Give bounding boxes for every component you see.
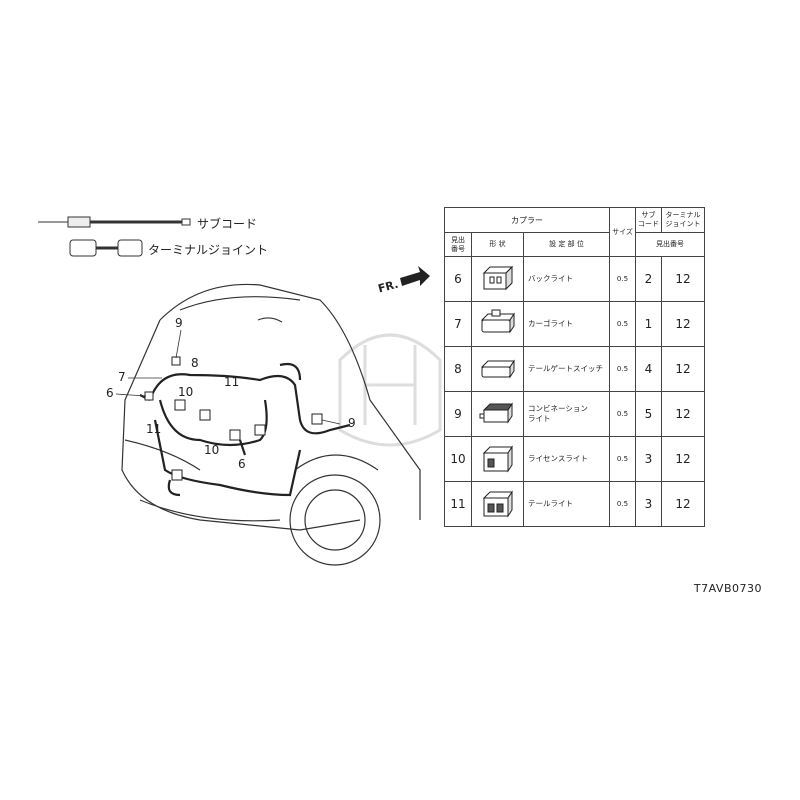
row-terminal-joint: 12: [661, 436, 705, 482]
connector-shape-icon: [471, 391, 524, 437]
row-ref-no: 9: [444, 391, 472, 437]
header-size: サイズ: [609, 207, 636, 257]
connector-shape-icon: [471, 346, 524, 392]
row-terminal-joint: 12: [661, 301, 705, 347]
row-location: コンビネーション ライト: [523, 391, 610, 437]
header-terminal-joint: ターミナル ジョイント: [661, 207, 705, 233]
table-row: 8 テールゲートスイッチ 0.5 4 12: [444, 346, 705, 392]
terminal-joint-symbol: [69, 239, 143, 257]
row-sub-cord: 1: [635, 301, 662, 347]
car-body: [121, 283, 421, 566]
coupler-table: カプラー サイズ サブ コード ターミナル ジョイント 見出 番号 形 状 設 …: [444, 207, 705, 527]
callout-10: 10: [204, 443, 220, 457]
row-ref-no: 10: [444, 436, 472, 482]
callout-6: 6: [238, 457, 246, 471]
row-sub-cord: 3: [635, 481, 662, 527]
connectors: [144, 356, 323, 481]
row-size: 0.5: [609, 481, 636, 527]
table-row: 9 コンビネーション ライト 0.5 5 12: [444, 391, 705, 437]
row-size: 0.5: [609, 391, 636, 437]
row-terminal-joint: 12: [661, 256, 705, 302]
row-ref-no: 6: [444, 256, 472, 302]
header-ref-no: 見出 番号: [444, 232, 472, 257]
legend-terminal-joint-label: ターミナルジョイント: [148, 243, 269, 257]
row-location: テールゲートスイッチ: [523, 346, 610, 392]
row-sub-cord: 2: [635, 256, 662, 302]
row-terminal-joint: 12: [661, 481, 705, 527]
row-location: テールライト: [523, 481, 610, 527]
connector-shape-icon: [471, 436, 524, 482]
row-size: 0.5: [609, 346, 636, 392]
row-sub-cord: 4: [635, 346, 662, 392]
callout-11: 11: [224, 375, 240, 389]
row-location: カーゴライト: [523, 301, 610, 347]
row-ref-no: 7: [444, 301, 472, 347]
header-sub-cord: サブ コード: [635, 207, 662, 233]
row-sub-cord: 3: [635, 436, 662, 482]
header-location: 設 定 部 位: [523, 232, 610, 257]
callout-10: 10: [178, 385, 194, 399]
row-size: 0.5: [609, 256, 636, 302]
callout-8: 8: [191, 356, 199, 370]
callout-6: 6: [106, 386, 114, 400]
leader-lines: [115, 329, 341, 425]
row-ref-no: 8: [444, 346, 472, 392]
row-size: 0.5: [609, 436, 636, 482]
row-location: ライセンスライト: [523, 436, 610, 482]
diagram-code: T7AVB0730: [693, 582, 762, 595]
sub-cord-symbol: [38, 216, 191, 228]
connector-shape-icon: [471, 481, 524, 527]
table-row: 11 テールライト 0.5 3 12: [444, 481, 705, 527]
legend-sub-cord-label: サブコード: [197, 217, 258, 231]
row-terminal-joint: 12: [661, 391, 705, 437]
table-row: 7 カーゴライト 0.5 1 12: [444, 301, 705, 347]
table-row: 10 ライセンスライト 0.5 3 12: [444, 436, 705, 482]
connector-shape-icon: [471, 301, 524, 347]
callout-9: 9: [348, 416, 356, 430]
row-size: 0.5: [609, 301, 636, 347]
callout-11: 11: [146, 422, 162, 436]
callout-9: 9: [175, 316, 183, 330]
row-location: バックライト: [523, 256, 610, 302]
connector-shape-icon: [471, 256, 524, 302]
row-ref-no: 11: [444, 481, 472, 527]
header-coupler: カプラー: [444, 207, 610, 233]
front-arrow-icon: [400, 266, 430, 286]
callout-7: 7: [118, 370, 126, 384]
table-row: 6 バックライト 0.5 2 12: [444, 256, 705, 302]
header-shape: 形 状: [471, 232, 524, 257]
header-ref-no-2: 見出番号: [635, 232, 705, 257]
row-terminal-joint: 12: [661, 346, 705, 392]
row-sub-cord: 5: [635, 391, 662, 437]
